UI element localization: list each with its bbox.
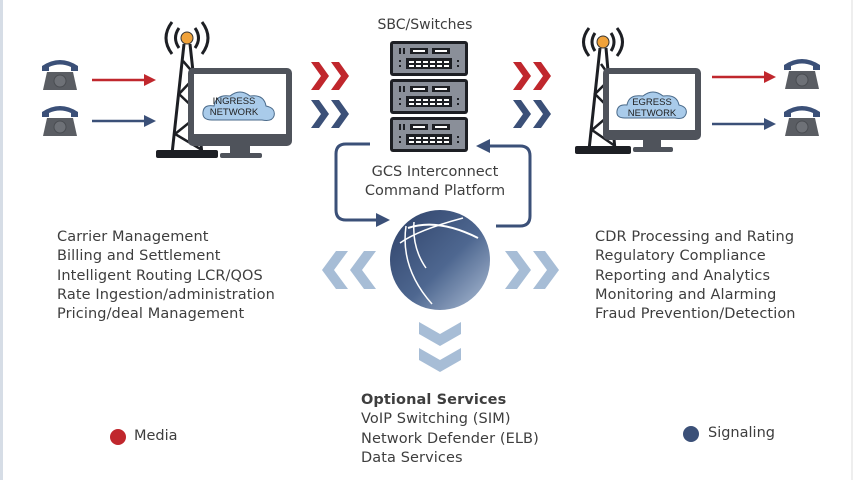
ingress-line2: NETWORK [209, 107, 259, 118]
egress-network-label: EGRESS NETWORK [616, 97, 688, 119]
phone-icon-signaling-right [784, 106, 820, 136]
media-arrow-right [712, 71, 776, 83]
feature-item: Monitoring and Alarming [595, 286, 777, 303]
signaling-chevrons-in [311, 100, 349, 128]
optional-service-item: Data Services [361, 449, 463, 466]
ingress-line1: INGRESS [212, 96, 256, 107]
egress-line1: EGRESS [632, 97, 672, 108]
phone-icon-signaling-left [42, 106, 78, 136]
feature-item: Intelligent Routing LCR/QOS [57, 267, 263, 284]
signaling-legend-dot [683, 426, 699, 442]
phone-icon-media-left [42, 60, 78, 90]
right-feature-list: CDR Processing and Rating Regulatory Com… [595, 228, 845, 324]
left-feature-list: Carrier Management Billing and Settlemen… [57, 228, 327, 324]
media-legend-label: Media [134, 428, 178, 444]
signaling-chevrons-out [513, 100, 551, 128]
optional-service-item: VoIP Switching (SIM) [361, 411, 511, 428]
platform-title: GCS Interconnect Command Platform [340, 163, 530, 201]
right-frame-border [851, 0, 853, 480]
feature-item: Fraud Prevention/Detection [595, 306, 796, 323]
optional-service-item: Network Defender (ELB) [361, 430, 539, 447]
chevrons-down-light [419, 322, 461, 372]
feature-item: Regulatory Compliance [595, 248, 766, 265]
platform-loop-arrows [334, 139, 532, 228]
phone-icon-media-right [784, 59, 820, 89]
globe-icon [390, 210, 490, 310]
chevrons-left-light [322, 251, 376, 289]
feature-item: Rate Ingestion/administration [57, 286, 275, 303]
signaling-arrow-left [92, 115, 156, 127]
egress-line2: NETWORK [627, 108, 677, 119]
platform-title-line2: Command Platform [364, 183, 506, 199]
feature-item: CDR Processing and Rating [595, 229, 795, 245]
media-chevrons-out [513, 62, 551, 90]
left-frame-border [0, 0, 3, 480]
ingress-tower-icon [156, 21, 292, 158]
media-chevrons-in [311, 62, 349, 90]
feature-item: Pricing/deal Management [57, 306, 245, 323]
egress-tower-icon [575, 27, 701, 154]
feature-item: Reporting and Analytics [595, 267, 771, 284]
feature-item: Billing and Settlement [57, 248, 221, 265]
signaling-arrow-right [712, 118, 776, 130]
sbc-switches-title: SBC/Switches [377, 17, 473, 33]
optional-services: Optional Services VoIP Switching (SIM) N… [361, 391, 581, 468]
platform-title-line1: GCS Interconnect [371, 164, 499, 180]
media-arrow-left [92, 74, 156, 86]
signaling-legend-label: Signaling [708, 425, 775, 441]
server-stack-icon [390, 41, 468, 152]
chevrons-right-light [505, 251, 559, 289]
ingress-network-label: INGRESS NETWORK [196, 96, 272, 118]
feature-item: Carrier Management [57, 229, 209, 245]
media-legend-dot [110, 429, 126, 445]
optional-services-heading: Optional Services [361, 392, 507, 408]
